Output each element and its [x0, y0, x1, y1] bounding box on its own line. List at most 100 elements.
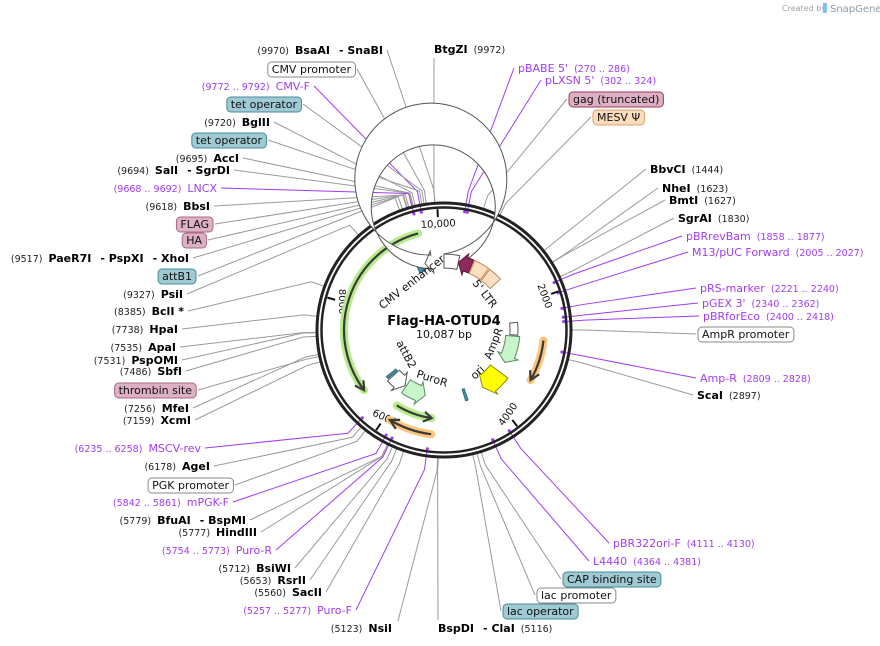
- enzyme-label-nsii[interactable]: (5123)NsiI: [331, 622, 392, 635]
- ampr-promoter-feature[interactable]: [509, 321, 519, 336]
- feature-label-flag[interactable]: FLAG: [175, 216, 214, 233]
- primer-label-plxsn-5[interactable]: pLXSN 5'(302 .. 324): [545, 74, 656, 87]
- primer-label-pbr322ori-f[interactable]: pBR322ori-F(4111 .. 4130): [613, 537, 755, 550]
- orf-arc-arrow[interactable]: [340, 229, 423, 395]
- feature-label-cap-binding-site[interactable]: CAP binding site: [562, 571, 662, 588]
- enzyme-label-scai[interactable]: ScaI(2897): [697, 389, 761, 402]
- feature-label-lac-operator[interactable]: lac operator: [502, 603, 579, 620]
- feature-label-tet-operator[interactable]: tet operator: [226, 96, 302, 113]
- enzyme-label-apai[interactable]: (7535)ApaI: [111, 341, 177, 354]
- site-position: (9618): [146, 202, 178, 213]
- enzyme-label-bsiwi[interactable]: (5712)BsiWI: [218, 562, 291, 575]
- feature-label-thrombin-site[interactable]: thrombin site: [114, 382, 197, 399]
- primer-site-marker-icon: [491, 438, 495, 442]
- enzyme-label-acci[interactable]: (9695)AccI: [176, 152, 239, 165]
- primer-label-pgex-3[interactable]: pGEX 3'(2340 .. 2362): [702, 297, 819, 310]
- feature-label-pgk-promoter[interactable]: PGK promoter: [147, 477, 234, 494]
- primer-site-marker-icon: [552, 280, 556, 285]
- enzyme-label-bbvci[interactable]: BbvCI(1444): [650, 163, 723, 176]
- feature-label-ampr-promoter[interactable]: AmpR promoter: [697, 326, 795, 343]
- primer-label-cmv-f[interactable]: (9772 .. 9792)CMV-F: [202, 80, 310, 93]
- site-position: (5653): [240, 576, 272, 587]
- cmv-promoter-feature[interactable]: [443, 253, 461, 270]
- site-position: (7256): [124, 404, 156, 415]
- ltr-feature-2[interactable]: [480, 268, 502, 290]
- enzyme-label-text: (9694)SalI- SgrDI: [117, 164, 230, 177]
- primer-label-pbrforeco[interactable]: pBRforEco(2400 .. 2418): [703, 310, 834, 323]
- name-separator: -: [339, 44, 347, 57]
- primer-position: (1858 .. 1877): [757, 232, 825, 243]
- enzyme-label-agei[interactable]: (6178)AgeI: [144, 460, 210, 473]
- leader-line: [543, 168, 647, 251]
- ampr-feature[interactable]: [496, 334, 521, 363]
- primer-label-l4440[interactable]: L4440(4364 .. 4381): [593, 555, 701, 568]
- enzyme-label-rsrii[interactable]: (5653)RsrII: [240, 574, 306, 587]
- puror-feature[interactable]: [400, 379, 426, 406]
- primer-label-puro-r[interactable]: (5754 .. 5773)Puro-R: [162, 544, 272, 557]
- feature-label-cmv-promoter[interactable]: CMV promoter: [267, 61, 356, 78]
- primer-label-pbrrevbam[interactable]: pBRrevBam(1858 .. 1877): [686, 230, 825, 243]
- enzyme-label-xcmi[interactable]: (7159)XcmI: [123, 414, 191, 427]
- enzyme-label-sacii[interactable]: (5560)SacII: [254, 586, 322, 599]
- feature-label-gag-truncated[interactable]: gag (truncated): [568, 91, 664, 108]
- primer-label-amp-r[interactable]: Amp-R(2809 .. 2828): [700, 372, 811, 385]
- enzyme-label-bbsi[interactable]: (9618)BbsI: [146, 200, 211, 213]
- cmv-enhancer-feature[interactable]: [354, 102, 508, 275]
- feature-label-text: tet operator: [231, 98, 298, 111]
- enzyme-label-text: SgrAI(1830): [678, 212, 749, 225]
- enzyme-label-paer7i-pspxi-xhoi[interactable]: (9517)PaeR7I- PspXI- XhoI: [11, 252, 189, 265]
- enzyme-label-bglii[interactable]: (9720)BglII: [204, 116, 270, 129]
- primer-position: (9668 .. 9692): [114, 184, 182, 195]
- primer-arc-arrow-bottom[interactable]: [385, 416, 436, 439]
- enzyme-label-btgzi[interactable]: BtgZI(9972): [434, 43, 505, 56]
- leader-line: [185, 335, 317, 372]
- enzyme-label-nhei[interactable]: NheI(1623): [662, 182, 728, 195]
- primer-label-puro-f[interactable]: (5257 .. 5277)Puro-F: [243, 604, 352, 617]
- site-position: (7738): [112, 325, 144, 336]
- feature-label-tet-operator[interactable]: tet operator: [191, 132, 267, 149]
- enzyme-label-sali-sgrdi[interactable]: (9694)SalI- SgrDI: [117, 164, 230, 177]
- lac-operator-bar[interactable]: [461, 387, 469, 402]
- ltr-feature-1[interactable]: [468, 259, 490, 281]
- enzyme-label-psii[interactable]: (9327)PsiI: [123, 288, 183, 301]
- tick-mark: [511, 419, 519, 427]
- primer-site-marker-icon: [561, 315, 565, 319]
- feature-label-attb1[interactable]: attB1: [157, 268, 197, 285]
- primer-label-prs-marker[interactable]: pRS-marker(2221 .. 2240): [700, 282, 839, 295]
- snapgene-credit[interactable]: Created by SnapGene: [782, 3, 880, 15]
- feature-label-lac-promoter[interactable]: lac promoter: [536, 587, 617, 604]
- primer-name: M13/pUC Forward: [692, 246, 790, 259]
- attb2-feature[interactable]: [386, 369, 409, 392]
- ori-feature[interactable]: [478, 364, 509, 395]
- puro-orf-arc-arrow[interactable]: [392, 401, 436, 423]
- feature-name: gag (truncated): [573, 93, 659, 106]
- primer-label-mscv-rev[interactable]: (6235 .. 6258)MSCV-rev: [75, 442, 202, 455]
- enzyme-label-mfei[interactable]: (7256)MfeI: [124, 402, 189, 415]
- primer-label-lncx[interactable]: (9668 .. 9692)LNCX: [114, 182, 218, 195]
- name-separator: -: [153, 252, 161, 265]
- enzyme-label-sgrai[interactable]: SgrAI(1830): [678, 212, 749, 225]
- enzyme-name: PsiI: [161, 288, 183, 301]
- enzyme-label-bcli[interactable]: (8385)BclI *: [114, 305, 184, 318]
- enzyme-label-sbfi[interactable]: (7486)SbfI: [120, 365, 182, 378]
- primer-arc-arrow-right[interactable]: [526, 336, 548, 384]
- enzyme-label-bmti[interactable]: BmtI(1627): [669, 194, 736, 207]
- primer-label-m13-puc-forward[interactable]: M13/pUC Forward(2005 .. 2027): [692, 246, 864, 259]
- enzyme-label-bspdi-clai[interactable]: BspDI- ClaI(5116): [438, 622, 552, 635]
- enzyme-label-hpai[interactable]: (7738)HpaI: [112, 323, 178, 336]
- primer-label-pbabe-5[interactable]: pBABE 5'(270 .. 286): [518, 62, 630, 75]
- gag-feature[interactable]: [457, 252, 475, 277]
- primer-label-mpgk-f[interactable]: (5842 .. 5861)mPGK-F: [113, 496, 229, 509]
- feature-label-ha[interactable]: HA: [181, 232, 207, 249]
- enzyme-label-hindiii[interactable]: (5777)HindIII: [178, 526, 257, 539]
- attb2-bar[interactable]: [385, 368, 398, 380]
- enzyme-label-bsaai-snabi[interactable]: (9970)BsaAI- SnaBI: [257, 44, 383, 57]
- feature-label-mesv[interactable]: MESV Ψ: [592, 109, 645, 126]
- enzyme-label-text: (9695)AccI: [176, 152, 239, 165]
- site-position: (9517): [11, 254, 43, 265]
- primer-position: (6235 .. 6258): [75, 444, 143, 455]
- primer-label-text: pRS-marker(2221 .. 2240): [700, 282, 839, 295]
- credit-brand: SnapGene: [830, 4, 880, 15]
- enzyme-label-pspomi[interactable]: (7531)PspOMI: [94, 354, 178, 367]
- enzyme-label-bfuai-bspmi[interactable]: (5779)BfuAI- BspMI: [120, 514, 246, 527]
